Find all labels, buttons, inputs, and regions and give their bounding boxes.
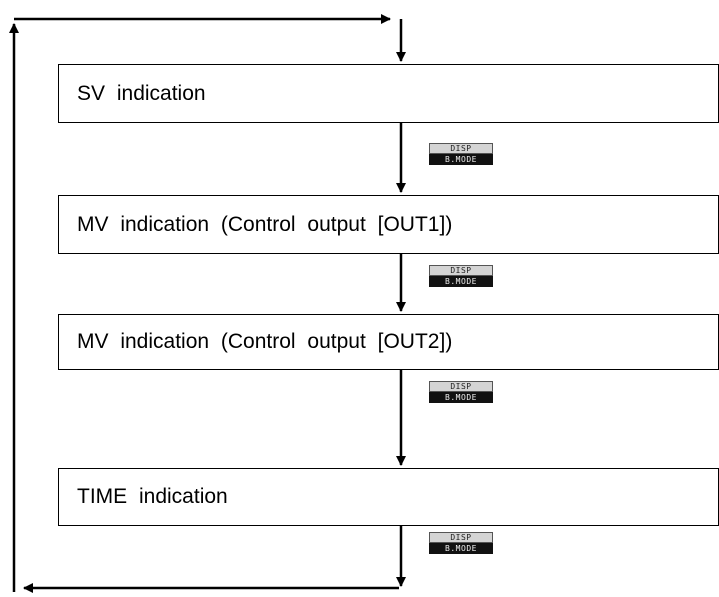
- disp-key-label: DISP: [429, 143, 493, 154]
- mv-out1-indication-label: MV indication (Control output [OUT1]): [77, 212, 453, 236]
- mv-out2-indication-label: MV indication (Control output [OUT2]): [77, 330, 453, 353]
- disp-bmode-key-icon-2: DISP B.MODE: [429, 265, 493, 287]
- disp-key-label: DISP: [429, 532, 493, 543]
- sv-indication-box: SV indication: [58, 64, 719, 123]
- disp-key-label: DISP: [429, 381, 493, 392]
- bmode-key-label: B.MODE: [429, 154, 493, 165]
- bmode-key-label: B.MODE: [429, 392, 493, 403]
- time-indication-box: TIME indication: [58, 468, 719, 526]
- disp-bmode-key-icon-4: DISP B.MODE: [429, 532, 493, 554]
- bmode-key-label: B.MODE: [429, 276, 493, 287]
- mv-out1-indication-box: MV indication (Control output [OUT1]): [58, 195, 719, 254]
- sv-indication-label: SV indication: [77, 81, 206, 105]
- disp-bmode-key-icon-1: DISP B.MODE: [429, 143, 493, 165]
- time-indication-label: TIME indication: [77, 485, 228, 508]
- bmode-key-label: B.MODE: [429, 543, 493, 554]
- disp-bmode-key-icon-3: DISP B.MODE: [429, 381, 493, 403]
- disp-key-label: DISP: [429, 265, 493, 276]
- mv-out2-indication-box: MV indication (Control output [OUT2]): [58, 314, 719, 370]
